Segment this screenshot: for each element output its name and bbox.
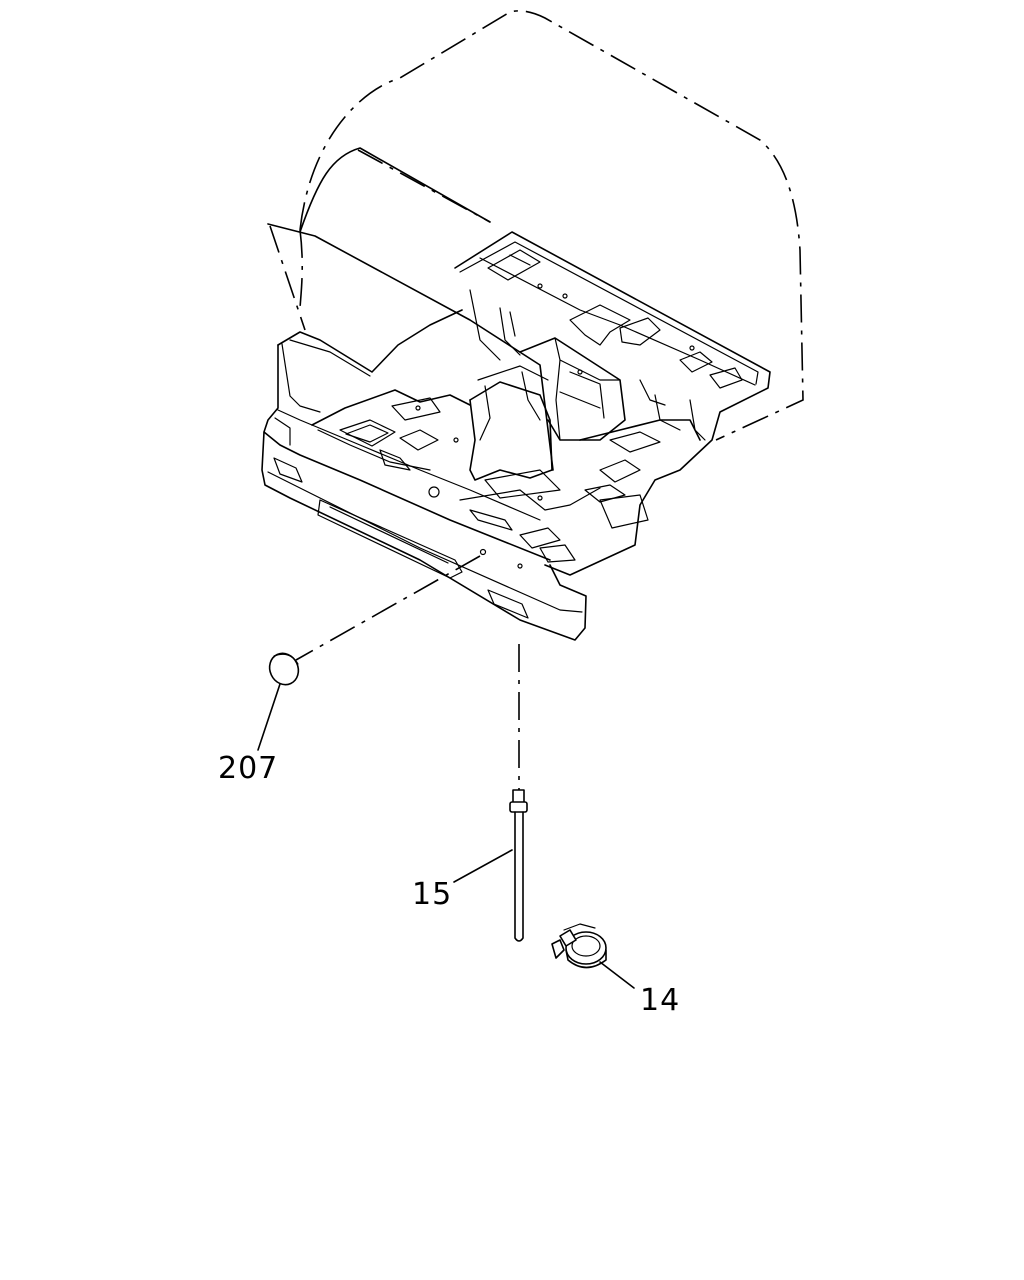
floor-panel-body	[261, 231, 771, 641]
clip-leader	[599, 961, 635, 989]
clip-part	[551, 923, 607, 969]
callout-label: 207	[218, 751, 278, 786]
callout-label: 14	[640, 983, 680, 1018]
plug-leader	[257, 683, 281, 751]
cowl-panel	[267, 223, 554, 471]
rod-leader	[453, 849, 513, 883]
callout-label: 15	[412, 877, 452, 912]
cab-phantom-outline	[299, 10, 804, 441]
rod-part	[509, 789, 528, 942]
plug-part	[268, 652, 300, 686]
plug-leader-dashed	[295, 555, 481, 661]
